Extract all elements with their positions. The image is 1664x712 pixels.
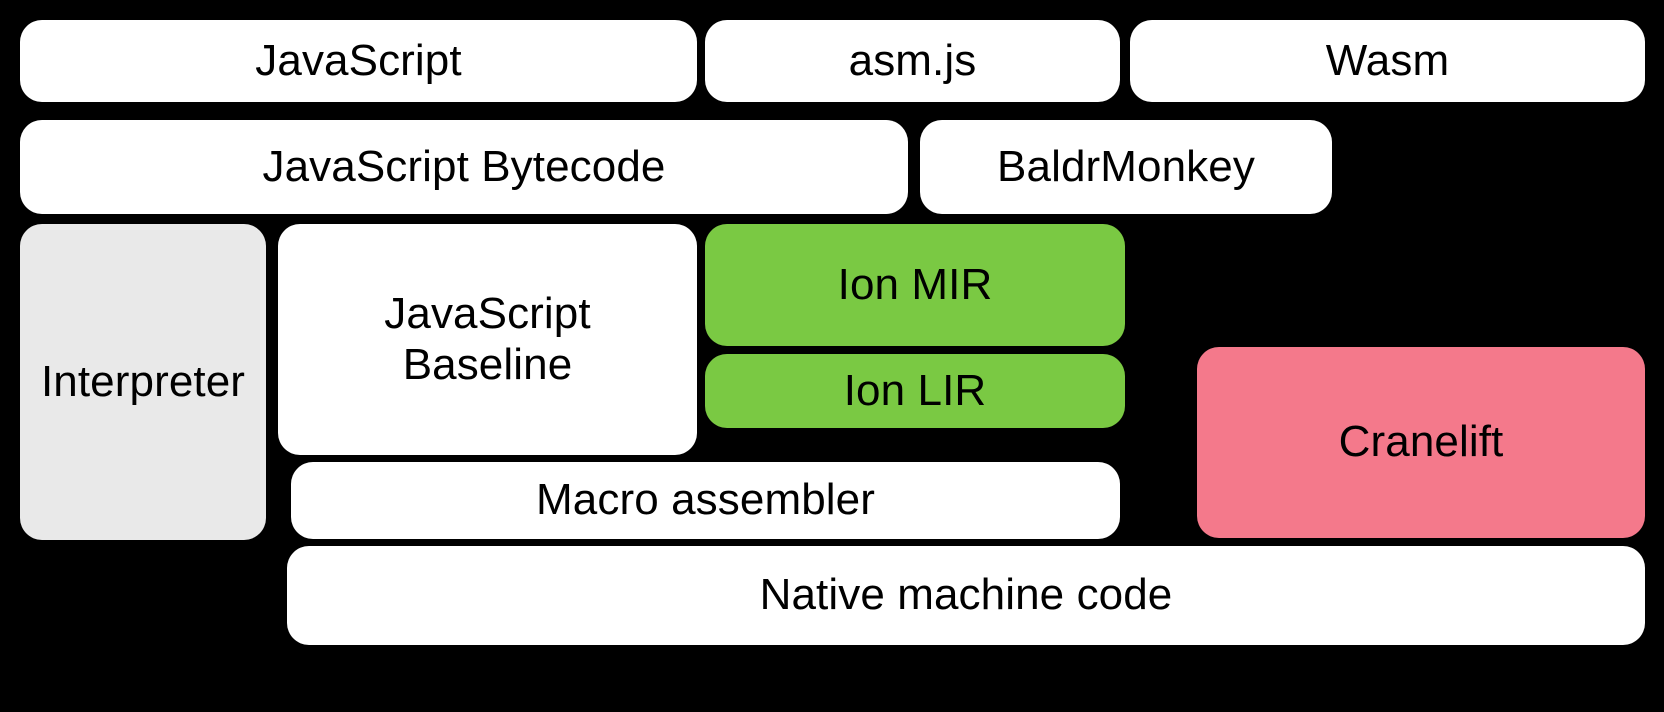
node-macro-assembler[interactable]: Macro assembler [291, 462, 1120, 539]
node-interpreter[interactable]: Interpreter [20, 224, 266, 540]
node-baldrmonkey[interactable]: BaldrMonkey [920, 120, 1332, 214]
node-ion-lir[interactable]: Ion LIR [705, 354, 1125, 428]
node-javascript-baseline[interactable]: JavaScript Baseline [278, 224, 697, 455]
node-native-machine-code[interactable]: Native machine code [287, 546, 1645, 645]
node-asm-js[interactable]: asm.js [705, 20, 1120, 102]
node-cranelift[interactable]: Cranelift [1197, 347, 1645, 538]
node-wasm[interactable]: Wasm [1130, 20, 1645, 102]
node-javascript[interactable]: JavaScript [20, 20, 697, 102]
node-ion-mir[interactable]: Ion MIR [705, 224, 1125, 346]
node-javascript-bytecode[interactable]: JavaScript Bytecode [20, 120, 908, 214]
